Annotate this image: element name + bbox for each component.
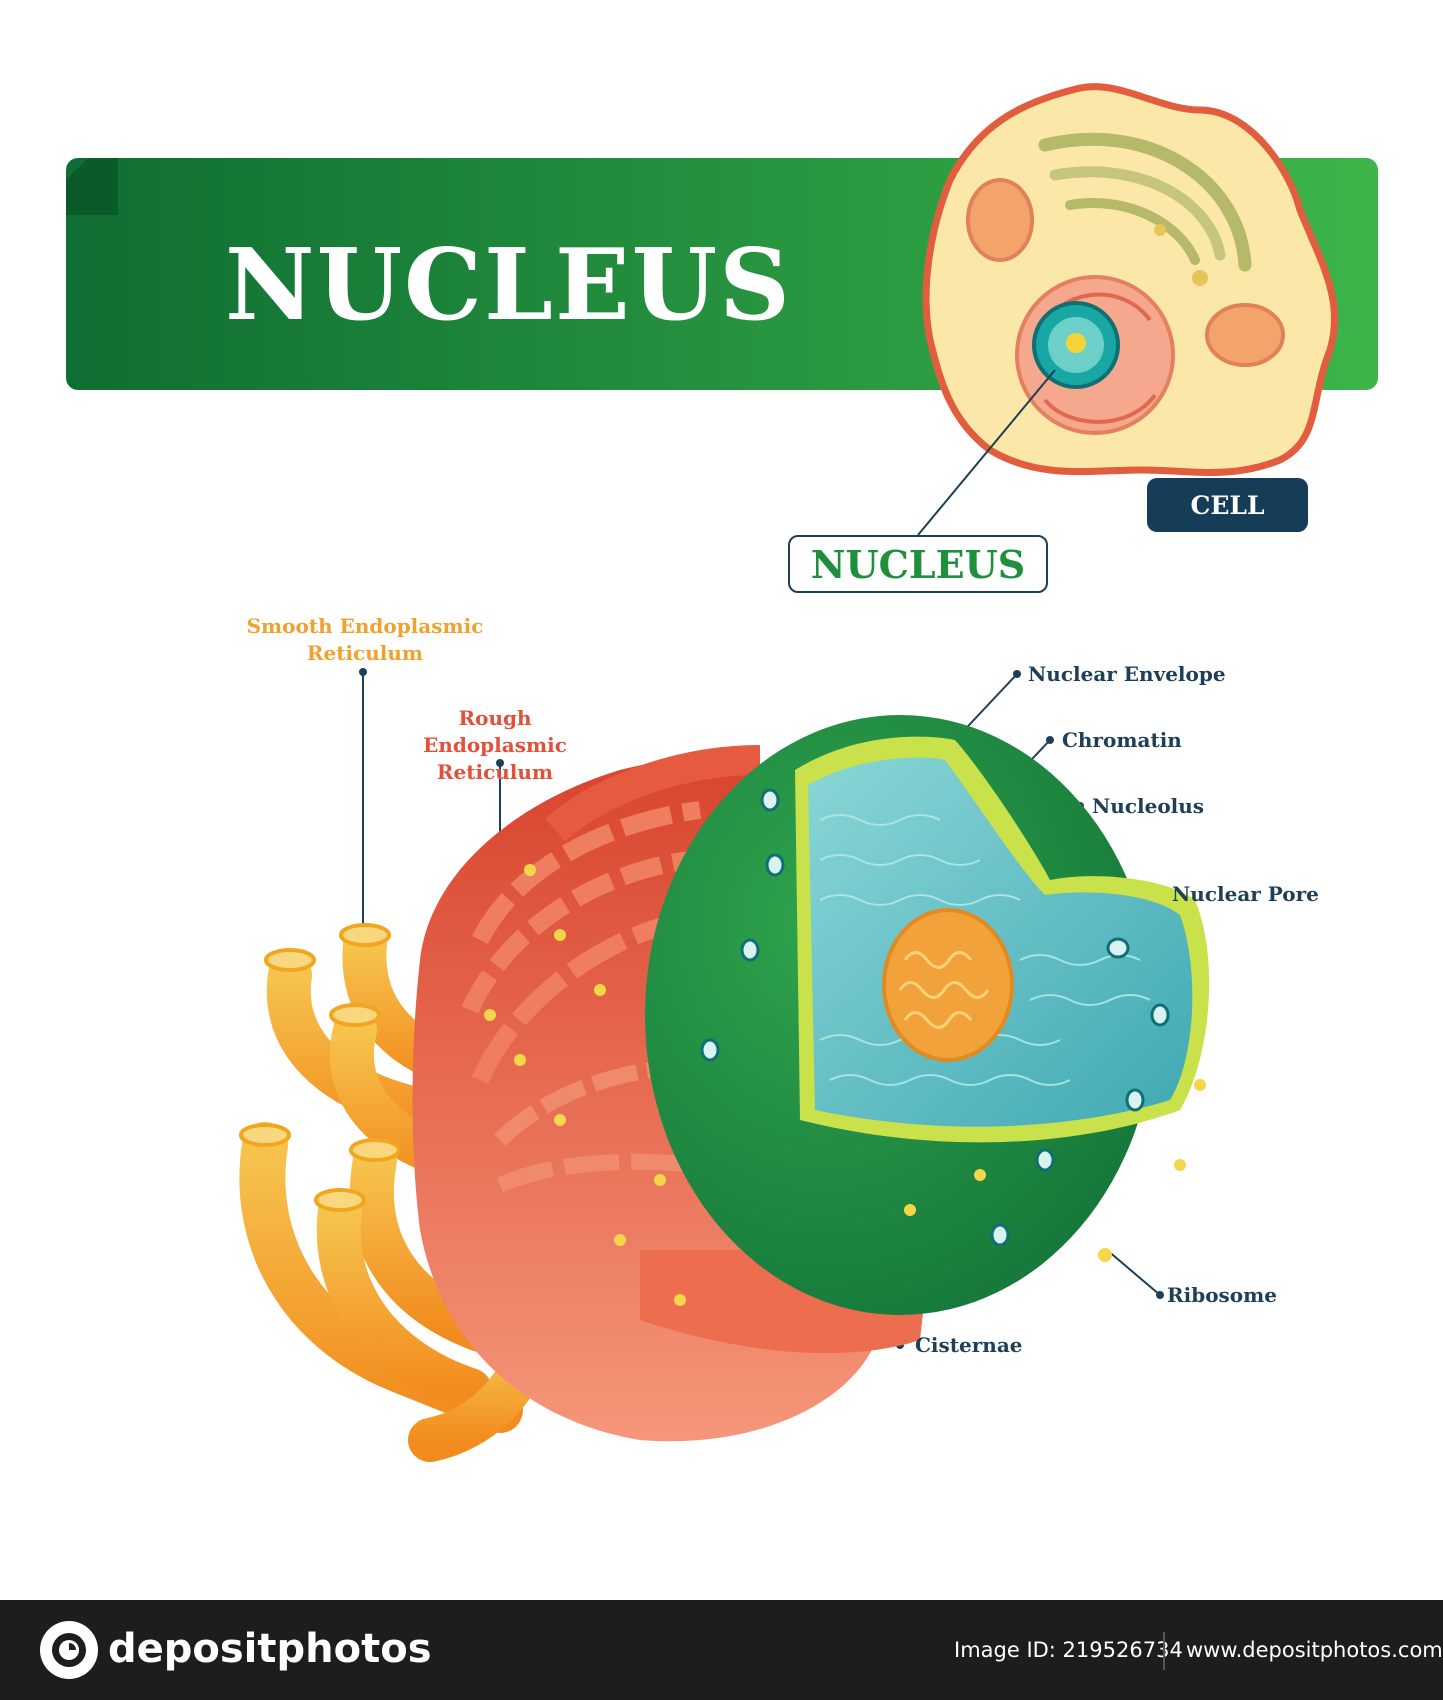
image-id: Image ID: 219526734 bbox=[954, 1638, 1183, 1662]
page-title: NUCLEUS bbox=[225, 228, 792, 343]
label-rough-er: Rough Endoplasmic Reticulum bbox=[423, 706, 567, 784]
website-link[interactable]: www.depositphotos.com bbox=[1186, 1638, 1443, 1662]
label-smooth-er: Smooth Endoplasmic Reticulum bbox=[246, 614, 484, 665]
label-chromatin: Chromatin bbox=[1062, 728, 1182, 752]
label-ribosome: Ribosome bbox=[1167, 1283, 1278, 1307]
cell-inset bbox=[922, 83, 1339, 476]
label-cisternae: Cisternae bbox=[915, 1333, 1023, 1357]
footer-bar: depositphotos Image ID: 219526734 www.de… bbox=[0, 1600, 1443, 1700]
diagram-artwork bbox=[66, 83, 1378, 1462]
camera-logo-icon bbox=[40, 1621, 98, 1679]
label-nucleolus: Nucleolus bbox=[1092, 794, 1205, 818]
cell-callout: CELL bbox=[1147, 478, 1308, 532]
ribosome-dots bbox=[484, 864, 1206, 1306]
brand-name: depositphotos bbox=[108, 1626, 432, 1672]
footer-divider bbox=[1163, 1632, 1165, 1670]
label-nuclear-pore: Nuclear Pore bbox=[1172, 882, 1319, 906]
nucleus-callout: NUCLEUS bbox=[788, 535, 1048, 593]
label-nuclear-envelope: Nuclear Envelope bbox=[1028, 662, 1226, 686]
nucleus-illustration bbox=[645, 715, 1210, 1315]
